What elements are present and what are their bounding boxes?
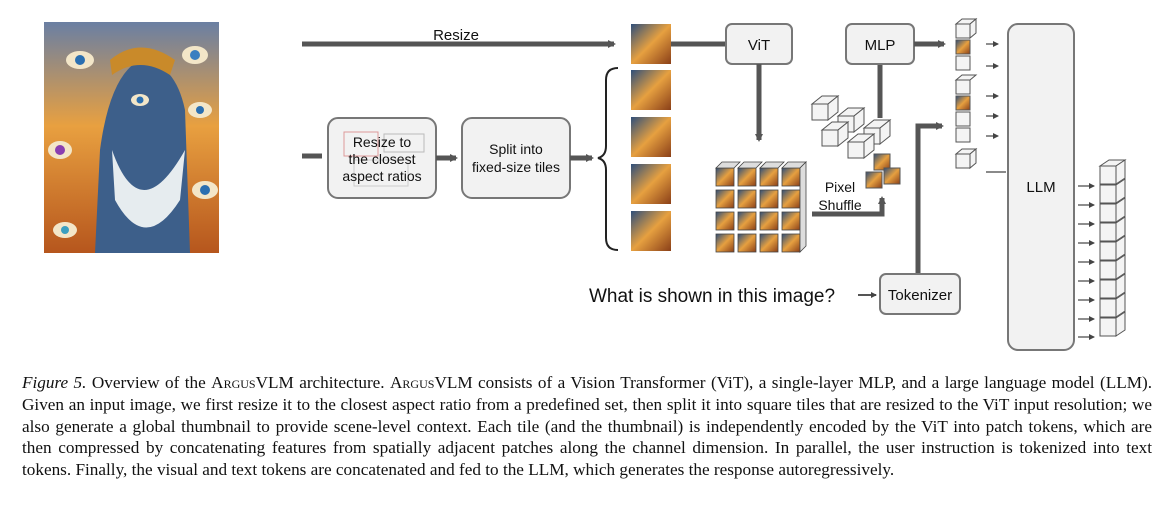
pixel-shuffle-arrow	[812, 196, 886, 217]
resize-aspect-box: Resize to the closest aspect ratios	[327, 117, 437, 199]
resize-aspect-label-line3: aspect ratios	[342, 168, 421, 184]
tiles-brace	[597, 67, 619, 251]
tile-4	[631, 211, 671, 251]
pixel-shuffle-line1: Pixel	[825, 179, 855, 195]
thumbnail-tile	[631, 24, 671, 64]
mlp-box: MLP	[845, 23, 915, 65]
model-name-2: ArgusVLM	[390, 373, 473, 392]
architecture-diagram: Resize Resize to the closest aspect rati…	[44, 17, 1127, 351]
resize-aspect-label-line1: Resize to	[353, 134, 412, 150]
vit-label: ViT	[748, 37, 770, 54]
llm-label: LLM	[1026, 179, 1055, 196]
output-tokens	[1078, 159, 1127, 340]
tokenizer-box: Tokenizer	[879, 273, 961, 315]
resize-label: Resize	[433, 27, 479, 44]
compressed-tokens	[810, 94, 901, 189]
tile-3	[631, 164, 671, 204]
input-image	[44, 22, 219, 253]
tokenizer-to-tokens-arrow	[915, 122, 944, 276]
question-text: What is shown in this image?	[589, 286, 835, 307]
tiles-column	[631, 70, 671, 251]
pixel-shuffle-line2: Shuffle	[818, 197, 862, 213]
mlp-label: MLP	[865, 37, 896, 54]
llm-box: LLM	[1007, 23, 1075, 351]
patch-tokens	[715, 161, 807, 253]
caption-text-3: consists of a Vision Transformer (ViT), …	[22, 373, 1152, 480]
caption-text-2: architecture.	[293, 373, 391, 392]
vit-box: ViT	[725, 23, 793, 65]
split-label-line2: fixed-size tiles	[472, 159, 560, 175]
model-name: ArgusVLM	[211, 373, 294, 392]
visual-token-stacks	[954, 17, 1006, 173]
tile-1	[631, 70, 671, 110]
tile-2	[631, 117, 671, 157]
split-tiles-box: Split into fixed-size tiles	[461, 117, 571, 199]
caption-text-1: Overview of the	[86, 373, 212, 392]
resize-aspect-label-line2: the closest	[349, 151, 416, 167]
figure-caption: Figure 5. Overview of the ArgusVLM archi…	[22, 372, 1152, 481]
split-label-line1: Split into	[489, 141, 543, 157]
tokenizer-label: Tokenizer	[888, 287, 952, 304]
figure-label: Figure 5.	[22, 373, 87, 392]
